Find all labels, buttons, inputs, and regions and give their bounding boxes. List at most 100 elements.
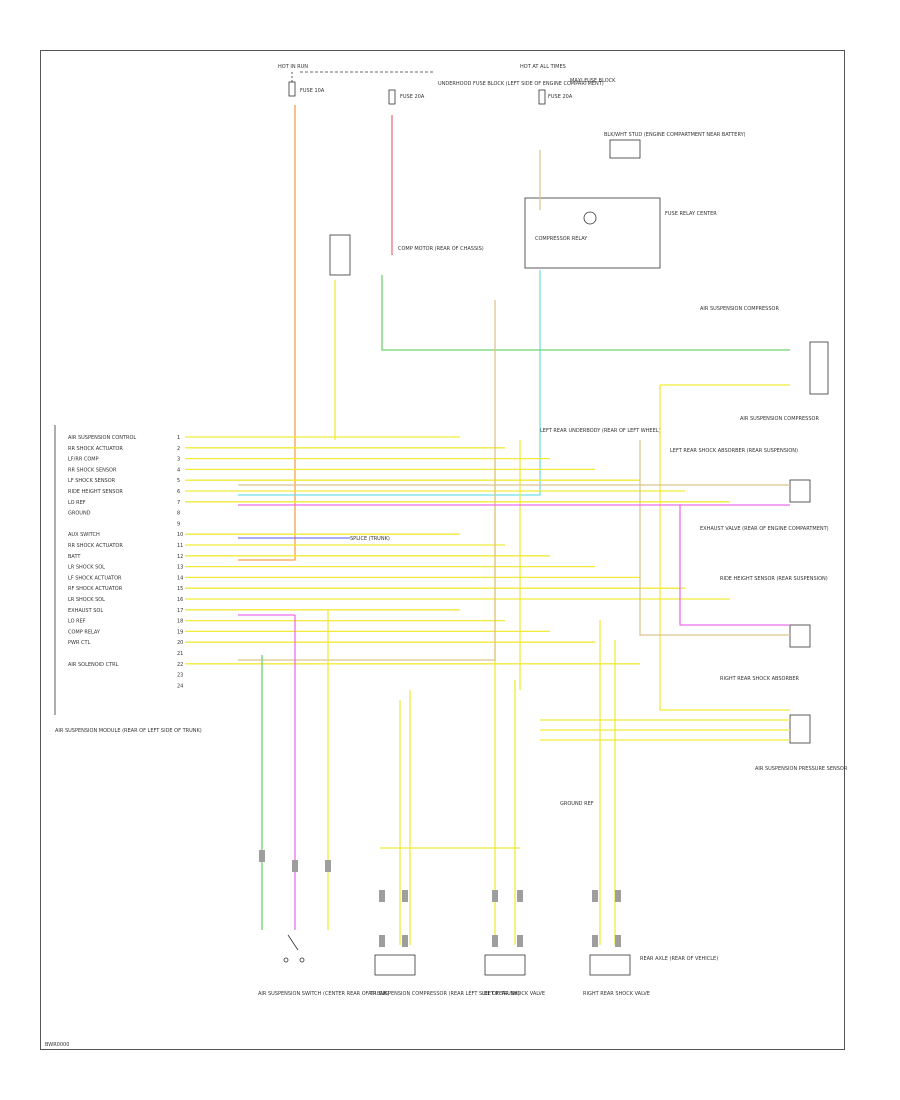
module-pin-list: AIR SUSPENSION CONTROL 1 RR SHOCK ACTUATOR…: [68, 435, 183, 689]
module-pin-number: 15: [177, 586, 183, 592]
module-pin-number: 20: [177, 640, 183, 646]
compressor-component: [374, 954, 416, 976]
module-pin-label: BATT: [68, 554, 81, 560]
switch-label: AIR SUSPENSION SWITCH (CENTER REAR OF TR…: [258, 991, 389, 997]
connector-sensor: [789, 714, 811, 744]
module-pin-number: 4: [177, 467, 180, 473]
module-pin-number: 24: [177, 683, 183, 689]
module-pin-number: 14: [177, 575, 183, 581]
module-pin-label: LF SHOCK ACTUATOR: [68, 575, 122, 581]
relay-box-label: FUSE RELAY CENTER: [665, 211, 717, 217]
module-pin-number: 21: [177, 651, 183, 657]
left-valve-label: LEFT REAR SHOCK VALVE: [482, 991, 545, 997]
module-pin-number: 23: [177, 673, 183, 679]
module-pin-number: 8: [177, 511, 180, 517]
module-pin-label: LF/RR COMP: [68, 457, 99, 463]
stud-block: [609, 139, 641, 159]
module-pin-label: COMP RELAY: [68, 629, 101, 635]
diode-block: [329, 234, 351, 276]
connector-pin: [379, 890, 385, 902]
module-pin-label: AUX SWITCH: [68, 532, 100, 538]
fuse-a-label: FUSE 10A: [300, 88, 325, 94]
fuse-c-label: FUSE 20A: [548, 94, 573, 100]
ltblu-wire: [238, 270, 541, 496]
connector-compressor: [789, 479, 811, 503]
module-pin-label: RR SHOCK SENSOR: [68, 467, 117, 473]
hot-at-all-times-label: HOT AT ALL TIMES: [520, 64, 566, 70]
wire-layer: [185, 105, 790, 947]
fuse-box-note: UNDERHOOD FUSE BLOCK (LEFT SIDE OF ENGIN…: [438, 81, 604, 87]
module-pin-number: 3: [177, 457, 180, 463]
left-valve-component: [484, 954, 526, 976]
module-pin-label: PWR CTL: [68, 640, 91, 646]
stud-label: BLK/WHT STUD (ENGINE COMPARTMENT NEAR BA…: [604, 132, 746, 138]
module-pin-label: RIDE HEIGHT SENSOR: [68, 489, 123, 495]
fuse-a-icon: [288, 81, 296, 97]
module-pin-number: 22: [177, 662, 183, 668]
maxi-fuse-note: MAXI FUSE BLOCK: [570, 78, 616, 84]
fuse-c-icon: [538, 89, 546, 105]
module-pin-label: LF SHOCK SENSOR: [68, 478, 116, 484]
org-wire: [238, 105, 296, 561]
connector-shock: [789, 624, 811, 648]
air-sensor-label: AIR SUSPENSION PRESSURE SENSOR: [755, 766, 848, 772]
hot-in-run-label: HOT IN RUN: [278, 64, 308, 70]
module-pin-number: 16: [177, 597, 183, 603]
comp-motor-note: COMP MOTOR (REAR OF CHASSIS): [398, 246, 484, 252]
module-pin-number: 5: [177, 478, 180, 484]
module-pin-number: 19: [177, 629, 183, 635]
tan-shock-wire: [639, 440, 790, 636]
ground-note-label: LEFT REAR UNDERBODY (REAR OF LEFT WHEEL): [540, 428, 661, 434]
ground-ref-label: GROUND REF: [560, 801, 594, 807]
right-valve-component: [589, 954, 631, 976]
connector-pin: [517, 935, 523, 947]
relay-label: COMPRESSOR RELAY: [535, 236, 588, 242]
module-pin-label: AIR SOLENOID CTRL: [68, 662, 119, 668]
module-pin-label: RF SHOCK ACTUATOR: [68, 586, 123, 592]
connector-pin: [615, 935, 621, 947]
module-pin-label: AIR SUSPENSION CONTROL: [68, 435, 136, 441]
module-pin-number: 1: [177, 435, 180, 441]
connector-top-right: [809, 341, 829, 395]
module-pin-label: LR SHOCK SOL: [68, 565, 105, 571]
module-pin-label: RR SHOCK ACTUATOR: [68, 543, 123, 549]
right-valve-label: RIGHT REAR SHOCK VALVE: [583, 991, 650, 997]
compressor-label: AIR SUSPENSION COMPRESSOR (REAR LEFT SID…: [368, 991, 520, 997]
connector-pin: [492, 890, 498, 902]
module-pin-number: 2: [177, 446, 180, 452]
module-pin-number: 7: [177, 500, 180, 506]
switch-component: [283, 934, 305, 963]
compressor-note: AIR SUSPENSION COMPRESSOR: [700, 306, 779, 312]
connector-pin: [292, 860, 298, 872]
module-pin-number: 12: [177, 554, 183, 560]
module-pin-number: 18: [177, 619, 183, 625]
relay-coil-icon: [583, 211, 597, 225]
module-pin-label: LO REF: [68, 619, 86, 625]
exhaust-valve-label: EXHAUST VALVE (REAR OF ENGINE COMPARTMEN…: [700, 526, 829, 532]
connector-pin: [592, 890, 598, 902]
compressor-right-label: AIR SUSPENSION COMPRESSOR: [740, 416, 819, 422]
connector-pin: [592, 935, 598, 947]
connector-pin: [379, 935, 385, 947]
pnk-shock-wire: [679, 505, 790, 626]
connector-pin: [259, 850, 265, 862]
module-pin-number: 10: [177, 532, 183, 538]
fuse-relay-box: [524, 197, 661, 269]
module-pin-number: 11: [177, 543, 183, 549]
connector-pin: [402, 935, 408, 947]
fuse-b-icon: [388, 89, 396, 105]
tan-wire-mid: [238, 300, 496, 661]
module-title: AIR SUSPENSION MODULE (REAR OF LEFT SIDE…: [55, 728, 202, 734]
connector-pin: [402, 890, 408, 902]
module-pin-number: 17: [177, 608, 183, 614]
left-rear-shock-label: LEFT REAR SHOCK ABSORBER (REAR SUSPENSIO…: [670, 448, 798, 454]
connector-pin: [492, 935, 498, 947]
module-pin-number: 13: [177, 565, 183, 571]
diagram-frame: [40, 50, 845, 1050]
module-pin-label: LO REF: [68, 500, 86, 506]
fuse-b-label: FUSE 20A: [400, 94, 425, 100]
module-pin-label: GROUND: [68, 511, 91, 517]
connector-pin: [517, 890, 523, 902]
module-pin-number: 9: [177, 521, 180, 527]
